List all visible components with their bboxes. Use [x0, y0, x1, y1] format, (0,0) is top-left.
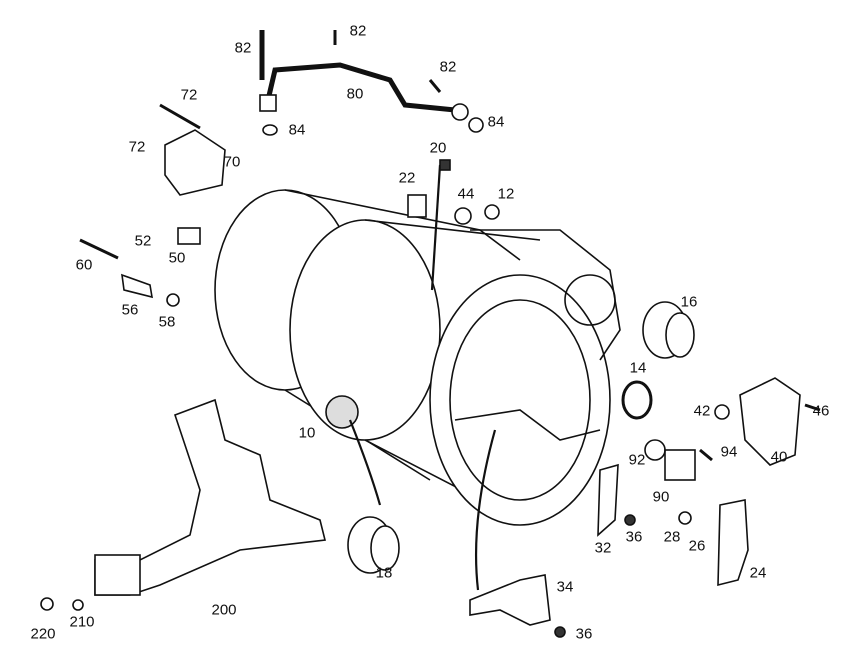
part-label: 46: [812, 402, 830, 420]
part-label: 22: [398, 169, 416, 187]
part-label: 18: [375, 564, 393, 582]
sensor-40: [739, 377, 801, 466]
part-label: 26: [688, 537, 706, 555]
engine-mount-200: [94, 398, 326, 596]
part-label: 60: [75, 256, 93, 274]
part-label: 52: [134, 232, 152, 250]
main-housing: [214, 189, 621, 526]
part-label: 210: [69, 613, 95, 631]
part-label: 92: [628, 451, 646, 469]
bracket-70: [164, 129, 226, 196]
part-label: 84: [288, 121, 306, 139]
part-label: 32: [594, 539, 612, 557]
bracket-24: [717, 499, 749, 587]
part-label: 16: [680, 293, 698, 311]
part-label: 24: [749, 564, 767, 582]
part-label: 220: [30, 625, 56, 643]
part-label: 50: [168, 249, 186, 267]
leader-lines: [348, 164, 497, 591]
part-label: 82: [439, 58, 457, 76]
part-label: 40: [770, 448, 788, 466]
part-label: 80: [346, 85, 364, 103]
small-parts: [40, 30, 821, 638]
part-label: 56: [121, 301, 139, 319]
part-label: 28: [663, 528, 681, 546]
part-label: 70: [223, 153, 241, 171]
part-label: 42: [693, 402, 711, 420]
bushing-16: [642, 301, 695, 359]
part-label: 90: [652, 488, 670, 506]
part-label: 72: [180, 86, 198, 104]
seal-14: [621, 380, 653, 420]
bracket-34: [469, 574, 551, 626]
part-label: 12: [497, 185, 515, 203]
part-label: 84: [487, 113, 505, 131]
part-label: 36: [575, 625, 593, 643]
part-label: 44: [457, 185, 475, 203]
part-label: 10: [298, 424, 316, 442]
part-label: 82: [349, 22, 367, 40]
part-label: 36: [625, 528, 643, 546]
bushing-18: [347, 516, 400, 574]
part-label: 200: [211, 601, 237, 619]
part-label: 94: [720, 443, 738, 461]
part-label: 34: [556, 578, 574, 596]
part-label: 82: [234, 39, 252, 57]
part-label: 72: [128, 138, 146, 156]
part-label: 14: [629, 359, 647, 377]
pipe-80: [259, 30, 469, 121]
part-label: 58: [158, 313, 176, 331]
part-label: 20: [429, 139, 447, 157]
